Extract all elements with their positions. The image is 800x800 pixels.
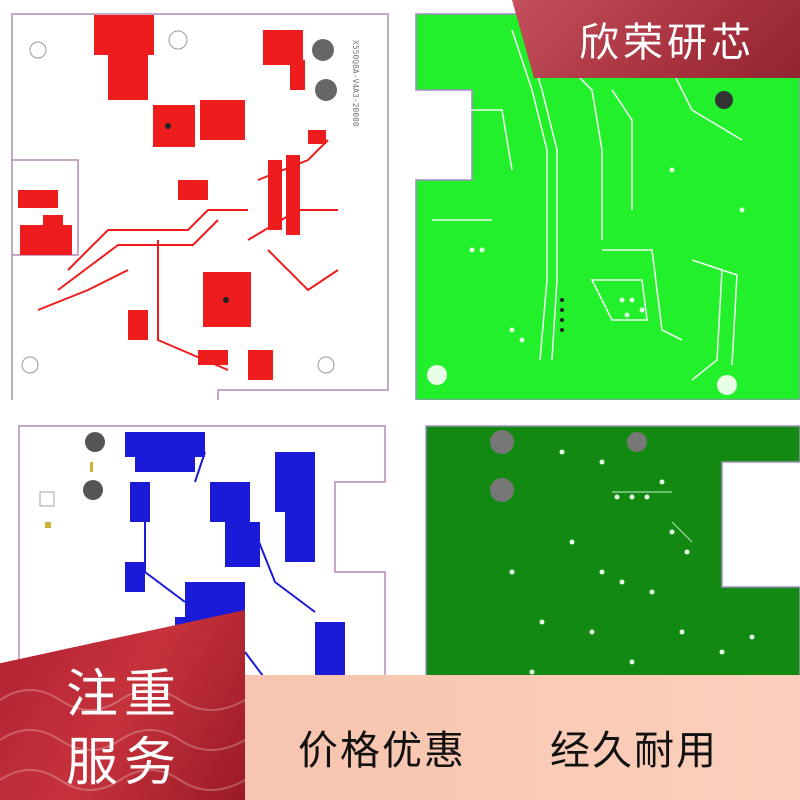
tagline-price: 价格优惠: [298, 728, 466, 774]
board-silkscreen-text: X550Q8A-V4A3-20080: [351, 40, 360, 127]
service-line-1: 注重: [66, 665, 183, 725]
tagline-durable: 经久耐用: [550, 728, 718, 774]
pcb-dark-green-layer-image: [422, 422, 800, 712]
brand-badge: 欣荣研芯: [512, 0, 800, 78]
brand-name: 欣荣研芯: [579, 20, 755, 66]
service-line-2: 服务: [66, 733, 183, 793]
pcb-red-layer-image: X550Q8A-V4A3-20080: [8, 10, 400, 400]
